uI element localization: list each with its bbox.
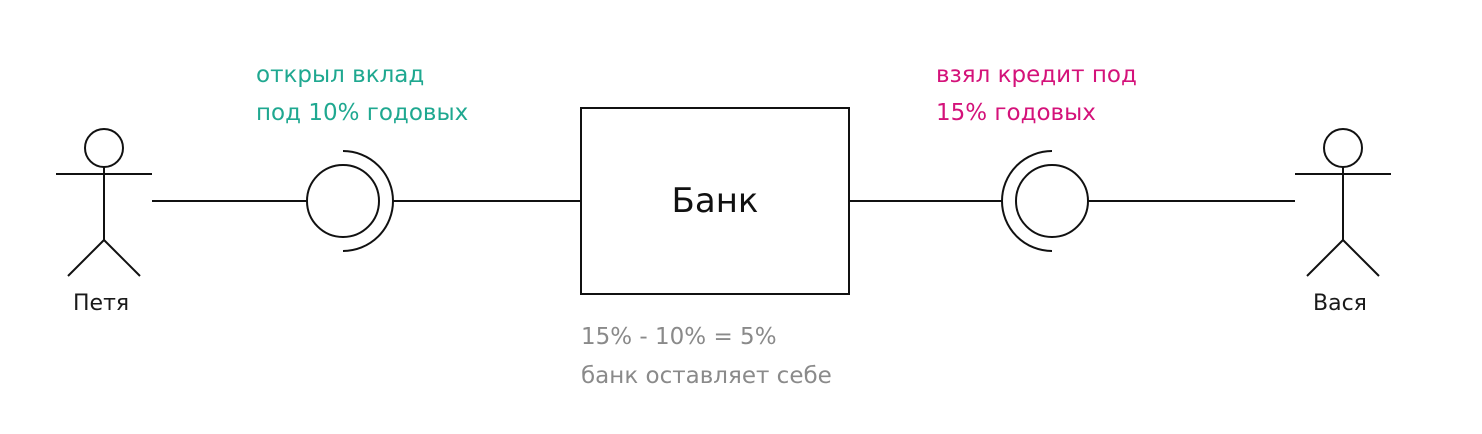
- note-line-2: банк оставляет себе: [581, 363, 832, 389]
- right-actor-name: Вася: [1313, 291, 1367, 316]
- note-line-1: 15% - 10% = 5%: [581, 324, 777, 350]
- deposit-line-1: открыл вклад: [256, 62, 425, 88]
- credit-line-1: взял кредит под: [936, 62, 1137, 88]
- left-actor-name: Петя: [73, 291, 130, 316]
- left-interface-circle: [306, 164, 380, 238]
- left-actor-icon: [56, 128, 152, 277]
- right-interface-circle: [1015, 164, 1089, 238]
- deposit-line-2: под 10% годовых: [256, 100, 469, 126]
- right-interface-socket: [1001, 150, 1053, 252]
- right-actor-icon: [1295, 128, 1391, 277]
- bank-label: Банк: [671, 181, 759, 221]
- credit-line-2: 15% годовых: [936, 100, 1096, 126]
- left-interface-socket: [342, 150, 394, 252]
